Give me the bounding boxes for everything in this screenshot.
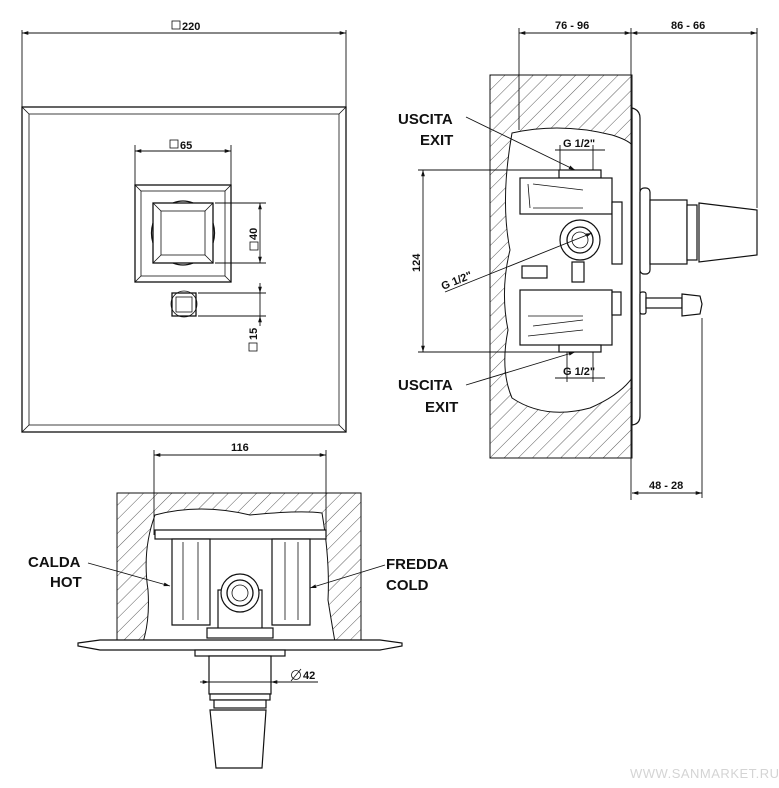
cold-label-it: FREDDA [386, 556, 449, 573]
thread-label-top: G 1/2" [563, 138, 595, 150]
dimension-label-handle: 65 [180, 140, 192, 152]
dimension-label-plate: 220 [182, 21, 200, 33]
exit-label-top-it: USCITA [398, 111, 453, 128]
diverter-knob [170, 290, 198, 318]
dimension-label-outlet-spacing: 124 [411, 253, 423, 272]
thread-label-bottom: G 1/2" [563, 366, 595, 378]
flange-bottom [77, 639, 403, 651]
valve-body [519, 169, 623, 353]
dimension-label-inlet-spacing: 116 [231, 442, 249, 454]
dimension-label-diameter: 42 [303, 670, 315, 682]
dimension-label-diverter: 15 [248, 328, 260, 340]
cold-label-en: COLD [386, 577, 429, 594]
cover-plate [21, 106, 347, 433]
hot-label-it: CALDA [28, 554, 81, 571]
side-view: 76 - 96 86 - 66 124 G 1/2" G 1/2" G 1/2"… [398, 20, 758, 500]
front-view: 220 65 40 [21, 20, 347, 433]
handle-bottom [194, 649, 286, 769]
mixer-handle [134, 184, 232, 283]
handle-side [639, 187, 758, 275]
exit-label-bottom-it: USCITA [398, 377, 453, 394]
exit-label-bottom-en: EXIT [425, 399, 458, 416]
watermark: WWW.SANMARKET.RU [630, 766, 779, 781]
dimension-label-diverter-projection: 48 - 28 [649, 480, 683, 492]
hot-label-en: HOT [50, 574, 82, 591]
bottom-view: 116 42 CALDA HOT FREDDA COLD [28, 442, 449, 769]
dimension-label-handle-inner: 40 [248, 228, 260, 240]
dimension-label-depth: 76 - 96 [555, 20, 589, 32]
dimension-label-handle-projection: 86 - 66 [671, 20, 705, 32]
diverter-side [639, 291, 703, 317]
exit-label-top-en: EXIT [420, 132, 453, 149]
flange [631, 107, 641, 426]
thread-label-middle: G 1/2" [440, 270, 474, 293]
